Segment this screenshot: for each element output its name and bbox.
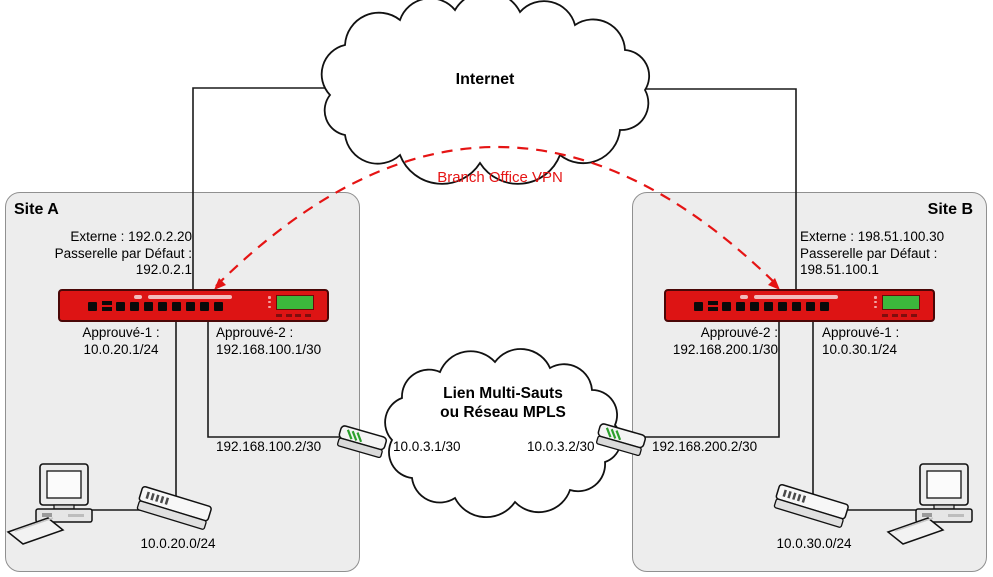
site-b-computer-icon — [887, 463, 973, 545]
site-a-trusted2-ip: 192.168.100.1/30 — [216, 341, 322, 357]
site-a-link-ip-label: 192.168.100.2/30 — [216, 439, 322, 454]
site-b-gateway-value: 198.51.100.1 — [800, 262, 879, 277]
site-b-trusted2-ip: 192.168.200.1/30 — [672, 341, 778, 357]
site-b-title: Site B — [927, 201, 973, 218]
firewall-lcd-screen-icon — [882, 295, 920, 310]
site-b-trusted1-ip: 10.0.30.1/24 — [822, 341, 898, 357]
site-a-mpls-link-line — [207, 320, 355, 438]
site-a-computer-icon — [7, 463, 93, 545]
site-b-link-ip-label: 192.168.200.2/30 — [652, 439, 758, 454]
firewall-bezel-stripe-icon — [754, 295, 838, 299]
site-a-lan-subnet-label: 10.0.20.0/24 — [140, 536, 216, 551]
mpls-left-ip-label: 10.0.3.1/30 — [393, 439, 461, 454]
firewall-bezel-stripe-icon — [134, 295, 142, 299]
firewall-bezel-stripe-icon — [148, 295, 232, 299]
mpls-router-left-icon — [335, 423, 389, 460]
firewall-bezel-stripe-icon — [740, 295, 748, 299]
site-a-trusted1-label: Approuvé-1 : 10.0.20.1/24 — [62, 325, 180, 358]
internet-cloud-label: Internet — [455, 71, 515, 88]
site-b-external-link-line — [645, 88, 797, 292]
site-b-gateway-label: Passerelle par Défaut : — [800, 246, 938, 261]
firewall-port-icon — [694, 302, 703, 311]
site-a-gateway-value: 192.0.2.1 — [135, 262, 192, 277]
firewall-led-column-icon — [268, 296, 271, 310]
firewall-port-row-icon — [722, 302, 829, 311]
firewall-lcd-buttons-icon — [882, 314, 922, 317]
site-b-trusted1-name: Approuvé-1 : — [822, 325, 900, 340]
mpls-label-line2: ou Réseau MPLS — [440, 404, 566, 421]
firewall-led-column-icon — [874, 296, 877, 310]
site-a-trusted1-ip: 10.0.20.1/24 — [83, 341, 159, 357]
site-a-firewall-icon — [58, 289, 329, 322]
mpls-cloud-label: Lien Multi-Sauts ou Réseau MPLS — [416, 384, 590, 422]
mpls-right-ip-label: 10.0.3.2/30 — [527, 439, 595, 454]
site-b-switch-icon — [772, 483, 850, 529]
vpn-arrowhead-left — [214, 278, 226, 290]
firewall-console-port-icon — [708, 301, 718, 311]
vpn-tunnel-arc — [215, 146, 779, 287]
site-a-external-link-line — [192, 87, 345, 292]
site-a-trusted1-name: Approuvé-1 : — [82, 325, 160, 340]
mpls-cloud — [384, 348, 622, 519]
site-b-trusted1-label: Approuvé-1 : 10.0.30.1/24 — [822, 325, 899, 358]
mpls-label-line1: Lien Multi-Sauts — [443, 385, 563, 402]
firewall-lcd-screen-icon — [276, 295, 314, 310]
site-b-trusted2-name: Approuvé-2 : — [700, 325, 778, 340]
vpn-label: Branch Office VPN — [437, 169, 563, 186]
site-b-lan-subnet-label: 10.0.30.0/24 — [776, 536, 852, 551]
site-b-mpls-link-line — [635, 320, 780, 438]
site-b-firewall-icon — [664, 289, 935, 322]
firewall-console-port-icon — [102, 301, 112, 311]
internet-cloud — [320, 0, 650, 185]
site-a-title: Site A — [14, 201, 59, 218]
site-a-trusted2-label: Approuvé-2 : 192.168.100.1/30 — [216, 325, 321, 358]
vpn-arrowhead-right — [768, 278, 780, 290]
site-b-trusted2-label: Approuvé-2 : 192.168.200.1/30 — [598, 325, 778, 358]
firewall-port-icon — [88, 302, 97, 311]
site-a-trusted2-name: Approuvé-2 : — [216, 325, 294, 340]
firewall-lcd-buttons-icon — [276, 314, 316, 317]
firewall-port-row-icon — [116, 302, 223, 311]
site-a-gateway-label: Passerelle par Défaut : — [54, 246, 192, 261]
site-a-external-ip-label: Externe : 192.0.2.20 — [70, 229, 192, 244]
site-b-external-ip-label: Externe : 198.51.100.30 — [800, 229, 945, 244]
site-a-switch-icon — [135, 485, 213, 531]
